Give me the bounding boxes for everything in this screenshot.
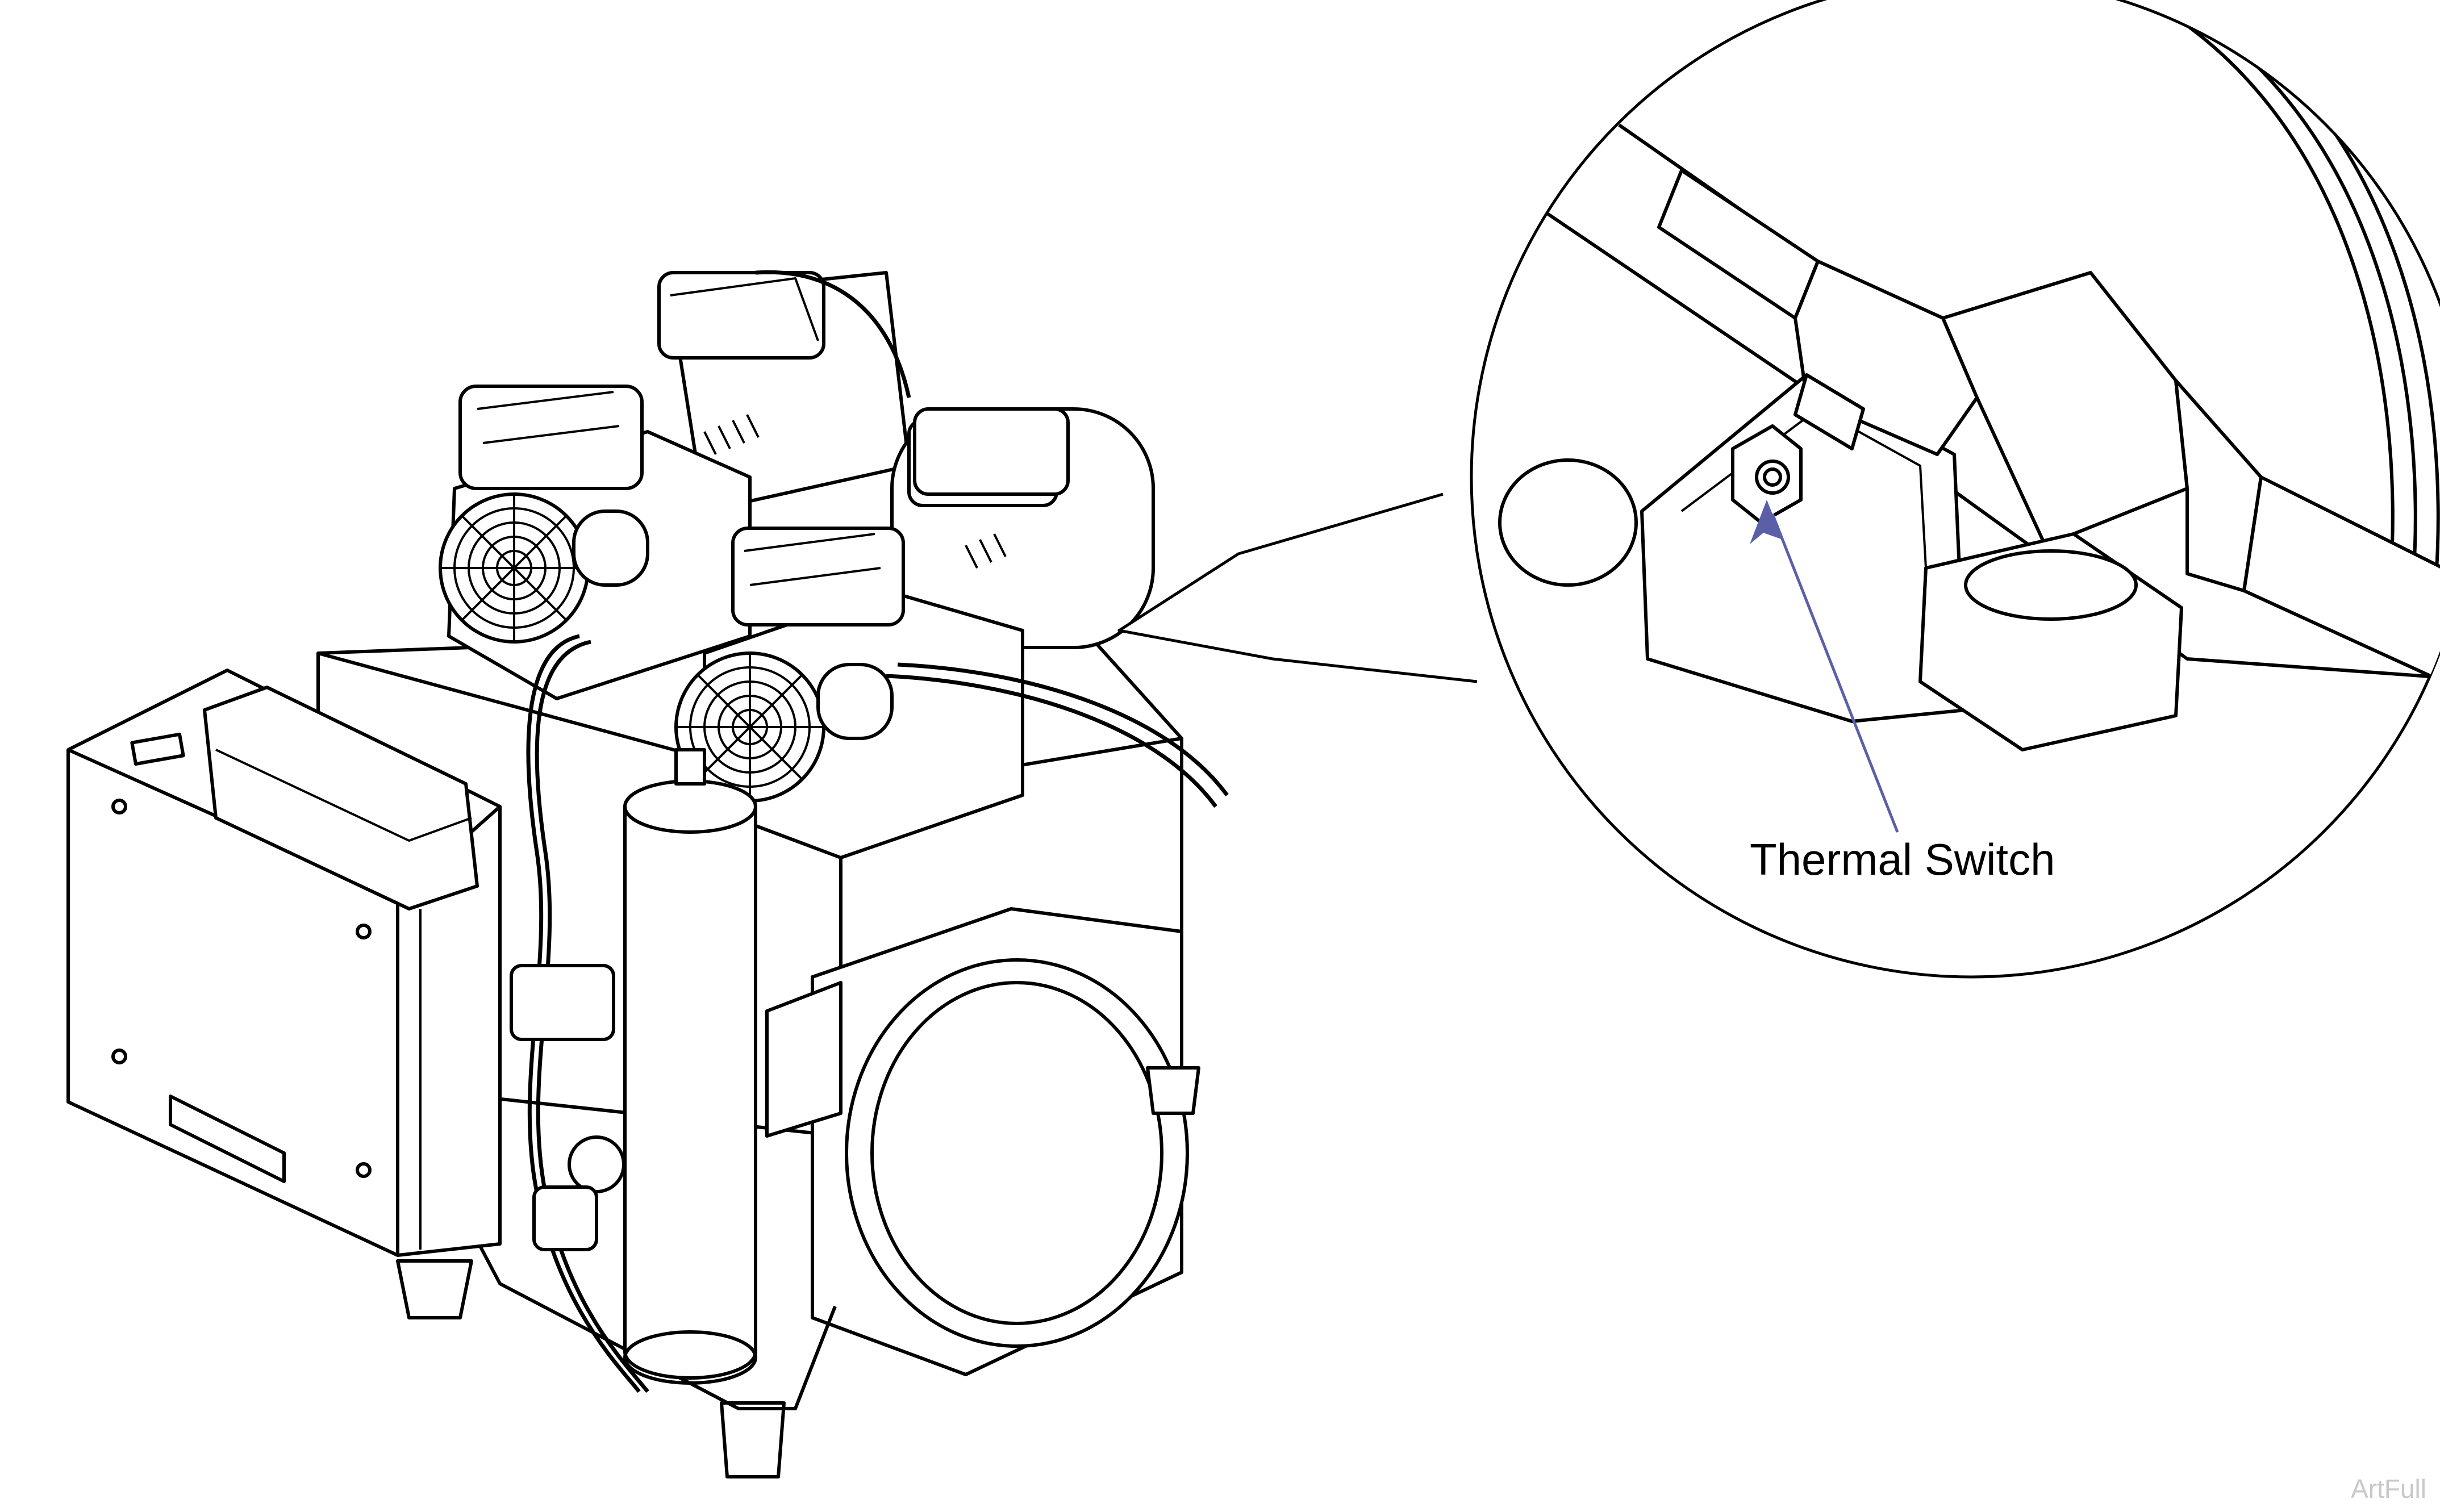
receiver-tank [811, 907, 1189, 1376]
filter-cylinder [623, 748, 757, 1385]
thermal-switch-label: Thermal Switch [1750, 834, 2055, 884]
watermark-text: ArtFull [2351, 1474, 2426, 1503]
pump-right [676, 407, 1070, 859]
pump-left [440, 385, 752, 700]
detail-callout [1117, 0, 2440, 979]
control-box [66, 669, 502, 1257]
regulator [510, 964, 842, 1251]
feet [396, 1066, 1200, 1478]
thermal-switch [1731, 424, 1803, 524]
compressor-assembly [66, 270, 1229, 1478]
callout-pointer [1117, 492, 1478, 683]
cooling-slots [703, 414, 1007, 569]
callout-arrow [1750, 500, 1899, 833]
